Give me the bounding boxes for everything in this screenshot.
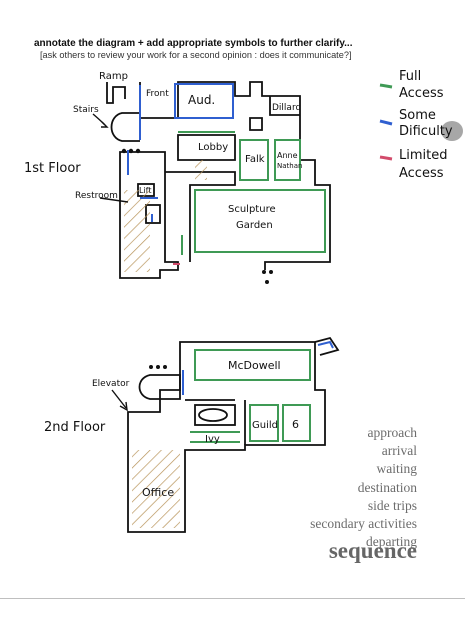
hatched-office-area <box>132 450 180 528</box>
label-lift: Lift <box>139 186 152 195</box>
legend-full-line1: Full <box>399 69 421 84</box>
second-floor-plan <box>127 336 340 533</box>
legend-limited-access: Limited Access <box>379 148 447 181</box>
sequence-step-secondary-activities: secondary activities <box>310 516 417 532</box>
label-lobby: Lobby <box>198 142 228 153</box>
label-guild: Guild <box>252 420 278 431</box>
instruction-line-1: annotate the diagram + add appropriate s… <box>34 38 353 49</box>
stairs-outline <box>110 112 141 142</box>
sequence-step-waiting: waiting <box>376 461 418 477</box>
hatched-area-floor1 <box>124 190 150 272</box>
access-overlay-floor2 <box>182 340 334 443</box>
smudge-mark <box>441 121 463 141</box>
sequence-title: sequence <box>328 538 417 563</box>
legend-limited-line1: Limited <box>399 148 447 163</box>
label-ramp: Ramp <box>99 71 128 82</box>
label-mcdowell: McDowell <box>228 359 281 372</box>
label-anne-line2: Nathan <box>277 162 302 170</box>
sequence-steps: approach arrival waiting destination sid… <box>310 424 417 551</box>
sequence-step-arrival: arrival <box>381 443 417 459</box>
second-floor-title: 2nd Floor <box>44 420 106 435</box>
sequence-step-departing: departing <box>366 534 417 550</box>
ramp-shape <box>106 82 126 104</box>
oval-table <box>198 408 228 422</box>
instruction-line-2: [ask others to review your work for a se… <box>40 50 352 60</box>
legend-full-line2: Access <box>399 86 444 101</box>
small-room-1 <box>249 117 263 131</box>
mcdowell-room <box>194 349 311 381</box>
elevator-shape <box>138 374 181 400</box>
label-ivy: Ivy <box>205 434 220 445</box>
label-front: Front <box>146 89 169 99</box>
lounge-box <box>194 404 236 426</box>
lower-corridor <box>165 171 236 262</box>
label-office: Office <box>142 486 174 499</box>
legend-some-difficulty: Some Dificulty <box>379 108 463 141</box>
legend-full-access: Full Access <box>379 69 444 101</box>
aud-room <box>174 83 234 119</box>
guild-room <box>249 404 279 442</box>
legend: Full Access Some Dificulty Limited Acces… <box>379 69 463 181</box>
label-aud: Aud. <box>188 93 215 107</box>
label-elevator: Elevator <box>92 379 130 389</box>
access-overlay-floor1 <box>127 83 326 265</box>
anne-nathan-room <box>274 139 301 181</box>
dillard-room <box>269 96 300 116</box>
label-restroom: Restroom <box>75 191 118 201</box>
legend-limited-swatch <box>379 155 393 161</box>
lobby-room <box>177 134 236 161</box>
label-stairs: Stairs <box>73 105 99 115</box>
label-falk: Falk <box>245 154 265 165</box>
stair-detail <box>314 336 340 356</box>
label-sculpture-line2: Garden <box>236 220 273 231</box>
sequence-step-destination: destination <box>357 479 417 495</box>
building-outline-top <box>139 81 331 270</box>
label-anne-line1: Anne <box>277 151 298 160</box>
first-floor-title: 1st Floor <box>24 161 81 176</box>
sculpture-garden <box>194 189 326 253</box>
label-sculpture-line1: Sculpture <box>228 204 276 215</box>
legend-limited-line2: Access <box>399 166 444 181</box>
six-room <box>282 404 311 442</box>
label-six: 6 <box>292 418 299 431</box>
page-divider <box>0 598 465 599</box>
sequence-step-approach: approach <box>367 425 417 440</box>
second-floor-outline <box>127 341 326 533</box>
legend-some-swatch <box>379 119 393 126</box>
sequence-step-side-trips: side trips <box>367 497 417 513</box>
falk-room <box>239 139 269 181</box>
hatched-area-lobby <box>195 160 207 180</box>
label-dillard: Dillard <box>272 103 301 113</box>
instructions: annotate the diagram + add appropriate s… <box>34 38 454 60</box>
legend-some-line2: Dificulty <box>399 124 453 139</box>
legend-some-line1: Some <box>399 108 436 123</box>
legend-full-swatch <box>379 83 393 89</box>
left-wing-outline <box>119 151 179 279</box>
